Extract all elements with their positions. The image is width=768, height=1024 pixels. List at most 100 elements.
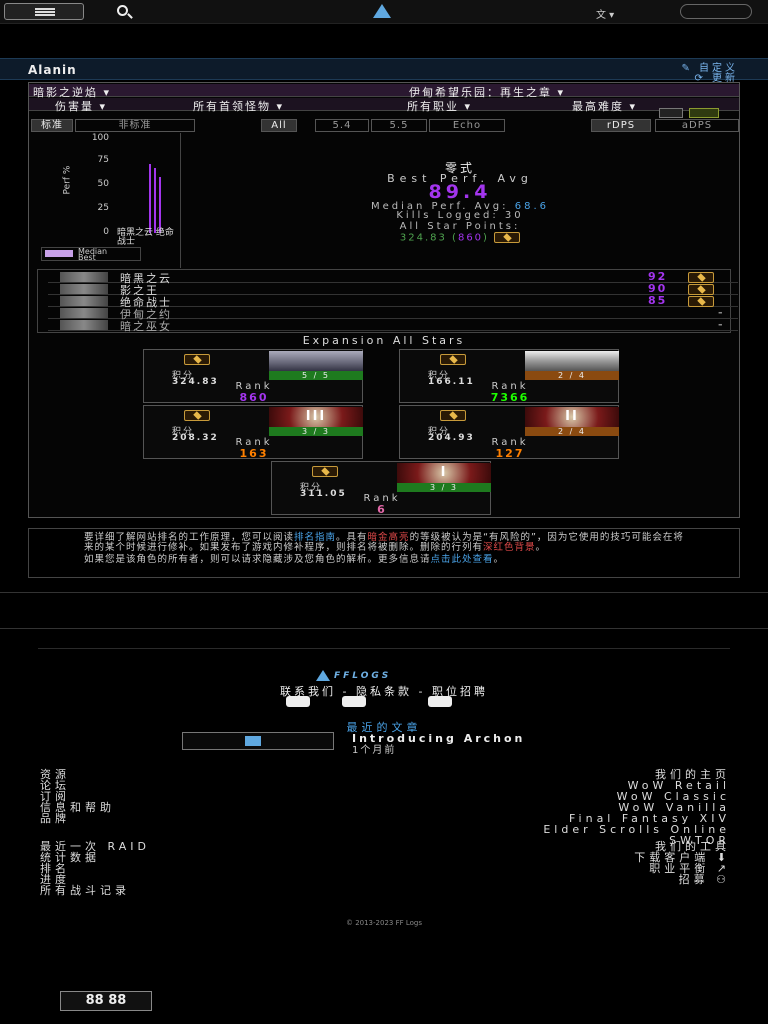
footer-link-progress[interactable]: 进度 bbox=[40, 873, 70, 886]
sites-column: 我们的主页 WoW Retail WoW Classic WoW Vanilla… bbox=[543, 769, 730, 846]
discord-icon[interactable] bbox=[342, 696, 366, 707]
boss-select[interactable]: 所有首领怪物 ▾ bbox=[193, 100, 285, 113]
tier-select-value: 伊甸希望乐园：再生之章 bbox=[409, 86, 552, 99]
language-selector[interactable]: 文 ▾ bbox=[596, 10, 615, 21]
boss-name: 影之王 bbox=[120, 284, 159, 297]
tier-select[interactable]: 伊甸希望乐园：再生之章 ▾ bbox=[409, 86, 566, 99]
update-link[interactable]: ⟳ 更新 bbox=[694, 73, 738, 84]
points-label: 积分 bbox=[300, 483, 323, 493]
crown-icon bbox=[440, 410, 466, 421]
tab-all[interactable]: All bbox=[261, 119, 297, 132]
perf-tick: 100 bbox=[91, 133, 109, 143]
info-highlight: 暗金高亮 bbox=[367, 532, 410, 543]
tool-label: 下载客户端 bbox=[634, 851, 710, 864]
footer-link-ffxiv[interactable]: Final Fantasy XIV bbox=[569, 812, 730, 825]
difficulty-select[interactable]: 最高难度 ▾ bbox=[572, 100, 638, 113]
metric-select[interactable]: 伤害量 ▾ bbox=[55, 100, 108, 113]
perf-chart: Perf % 100 75 50 25 0 暗黑之云 绝命战士 Median B… bbox=[31, 133, 181, 268]
fflogs-logo-icon[interactable] bbox=[373, 4, 391, 18]
tab-nonstandard[interactable]: 非标准 bbox=[75, 119, 195, 132]
crown-icon bbox=[688, 296, 714, 307]
footer-link-forum[interactable]: 论坛 bbox=[40, 779, 70, 792]
bottom-widget-button[interactable]: 88 88 bbox=[60, 991, 152, 1011]
footer-link-wow-vanilla[interactable]: WoW Vanilla bbox=[618, 801, 730, 814]
perf-bar bbox=[149, 163, 151, 233]
tab-5-5[interactable]: 5.5 bbox=[371, 119, 427, 132]
graph-toggle-icon[interactable] bbox=[689, 108, 719, 118]
kills-logged-label: Kills Logged: bbox=[396, 210, 499, 221]
info-text: 如果您是该角色的所有者，则可以请求隐藏涉及您角色的解析。更多信息请 bbox=[84, 554, 431, 565]
tab-5-4[interactable]: 5.4 bbox=[315, 119, 369, 132]
crown-icon bbox=[184, 410, 210, 421]
rank-label: Rank bbox=[235, 381, 273, 392]
boss-name: 绝命战士 bbox=[120, 296, 172, 309]
footer-brand: FFLOGS bbox=[334, 671, 392, 681]
footer-link-balance[interactable]: 职业平衡 ↗ bbox=[634, 863, 730, 874]
sites-title: 我们的主页 bbox=[655, 768, 730, 781]
boss-row[interactable]: 暗之巫女- bbox=[48, 318, 738, 333]
points-value: 324.83 bbox=[172, 377, 219, 387]
info-text: 。具有 bbox=[336, 532, 368, 543]
customize-link[interactable]: ✎ 自定义 bbox=[681, 63, 738, 74]
footer-link-wow-retail[interactable]: WoW Retail bbox=[627, 779, 730, 792]
footer-link-rankings[interactable]: 排名 bbox=[40, 862, 70, 875]
tab-rdps[interactable]: rDPS bbox=[591, 119, 651, 132]
article-thumbnail[interactable] bbox=[182, 732, 334, 750]
tab-adps[interactable]: aDPS bbox=[655, 119, 739, 132]
footer-link-brand[interactable]: 品牌 bbox=[40, 812, 70, 825]
job-select[interactable]: 所有职业 ▾ bbox=[407, 100, 473, 113]
tool-label: 招募 bbox=[678, 873, 709, 886]
zone-select[interactable]: 暗影之逆焰 ▾ bbox=[33, 86, 112, 99]
allstar-points-value: 324.83 bbox=[399, 232, 447, 244]
encounter-image: I bbox=[397, 463, 491, 483]
footer-link-wow-classic[interactable]: WoW Classic bbox=[616, 790, 730, 803]
kill-count: 2 / 4 bbox=[525, 427, 619, 436]
hamburger-menu-button[interactable] bbox=[4, 3, 84, 20]
character-header: Alanin ✎ 自定义 ⟳ 更新 bbox=[0, 58, 768, 84]
footer-links[interactable]: 联系我们 - 隐私条款 - 职位招聘 bbox=[280, 685, 488, 698]
info-text: 。 bbox=[535, 542, 547, 553]
hamburger-icon-line bbox=[35, 14, 55, 16]
rankings-guide-link[interactable]: 排名指南 bbox=[294, 532, 337, 543]
legend-label: Median Best bbox=[78, 247, 108, 262]
profile-button[interactable] bbox=[680, 4, 752, 19]
twitter-icon[interactable] bbox=[286, 696, 310, 707]
tab-standard[interactable]: 标准 bbox=[31, 119, 73, 132]
tab-echo[interactable]: Echo bbox=[429, 119, 505, 132]
footer-link-help[interactable]: 信息和帮助 bbox=[40, 801, 115, 814]
share-icon[interactable] bbox=[659, 108, 683, 118]
search-icon[interactable] bbox=[117, 5, 128, 16]
hide-parses-link[interactable]: 点击此处查看 bbox=[430, 554, 494, 565]
update-label: 更新 bbox=[712, 73, 738, 84]
patreon-icon[interactable] bbox=[428, 696, 452, 707]
selector-row-1: 暗影之逆焰 ▾ 伊甸希望乐园：再生之章 ▾ bbox=[29, 84, 739, 99]
boss-thumbnail bbox=[60, 308, 108, 318]
info-paragraph-1: 要详细了解网站排名的工作原理，您可以阅读排名指南。具有暗金高亮的等级被认为是“有… bbox=[84, 533, 684, 553]
boss-row[interactable]: 伊甸之约- bbox=[48, 306, 738, 321]
footer-link-client[interactable]: 下载客户端 ⬇ bbox=[634, 852, 730, 863]
points-label: 积分 bbox=[172, 427, 195, 437]
footer-link-recruit[interactable]: 招募 ⚇ bbox=[634, 874, 730, 885]
tool-label: 职业平衡 bbox=[649, 862, 710, 875]
encounter-image bbox=[269, 351, 363, 371]
footer-link-eso[interactable]: Elder Scrolls Online bbox=[543, 823, 730, 836]
download-icon: ⬇ bbox=[716, 851, 730, 864]
footer-link-swtor[interactable]: SWTOR bbox=[669, 834, 730, 847]
boss-score: 92 bbox=[648, 270, 668, 283]
points-value: 204.93 bbox=[428, 433, 475, 443]
footer-link-all-fights[interactable]: 所有战斗记录 bbox=[40, 884, 130, 897]
kill-count: 2 / 4 bbox=[525, 371, 619, 380]
resources-title: 资源 bbox=[40, 768, 70, 781]
footer-link-stats[interactable]: 统计数据 bbox=[40, 851, 100, 864]
article-title[interactable]: Introducing Archon bbox=[352, 732, 526, 745]
footer-link-subscribe[interactable]: 订阅 bbox=[40, 790, 70, 803]
